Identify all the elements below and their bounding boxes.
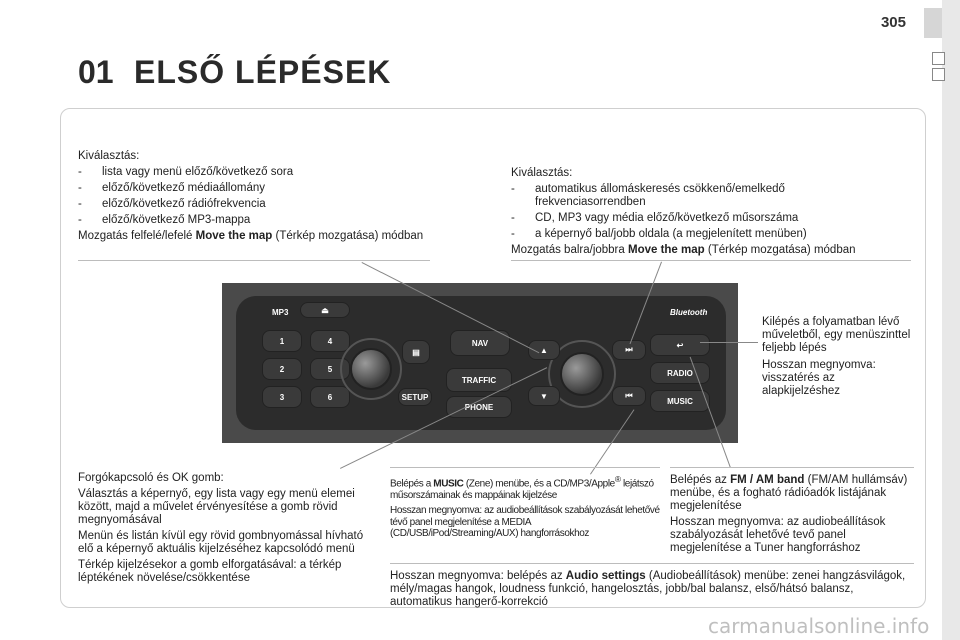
page-number: 305	[880, 14, 906, 31]
side-tab-box	[932, 52, 945, 65]
list-item: -előző/következő médiaállomány	[78, 182, 266, 194]
phone-button[interactable]: PHONE	[446, 396, 512, 418]
pointer-line	[700, 342, 758, 343]
radio-button[interactable]: RADIO	[650, 362, 710, 384]
traffic-button[interactable]: TRAFFIC	[446, 368, 512, 392]
bottom-mid-p1: Belépés a MUSIC (Zene) menübe, és a CD/M…	[390, 474, 654, 501]
bottom-left-text: Forgókapcsoló és OK gomb: Választás a ké…	[78, 472, 378, 588]
divider	[390, 563, 914, 564]
top-right-move: Mozgatás balra/jobbra Move the map (Térk…	[511, 244, 856, 256]
top-right-text: Kiválasztás: -automatikus állomáskeresés…	[511, 167, 911, 260]
bottom-right-p2: Hosszan megnyomva: az audiobeállítások s…	[670, 516, 886, 554]
right-side-p2: Hosszan megnyomva: visszatérés az alapki…	[762, 359, 876, 397]
back-button[interactable]: ↩	[650, 334, 710, 356]
setup-button[interactable]: SETUP	[398, 388, 432, 406]
divider	[78, 260, 430, 261]
preset-3-button[interactable]: 3	[262, 386, 302, 408]
right-knob-ring	[548, 340, 616, 408]
list-item: -előző/következő rádiófrekvencia	[78, 198, 266, 210]
chapter-title: ELSŐ LÉPÉSEK	[134, 54, 392, 90]
divider	[511, 260, 911, 261]
bottom-mid-p2: Hosszan megnyomva: az audiobeállítások s…	[390, 505, 660, 540]
bottom-long-text: Hosszan megnyomva: belépés az Audio sett…	[390, 570, 906, 608]
divider	[670, 467, 914, 468]
card-button[interactable]: ▤	[402, 340, 430, 364]
preset-4-button[interactable]: 4	[310, 330, 350, 352]
top-right-heading: Kiválasztás:	[511, 167, 573, 179]
bottom-right-text: Belépés az FM / AM band (FM/AM hullámsáv…	[670, 474, 914, 558]
bottom-left-p3: Menün és listán kívül egy rövid gombnyom…	[78, 530, 364, 555]
side-tab-strip	[942, 0, 960, 640]
chapter-number: 01	[78, 54, 114, 90]
nav-button[interactable]: NAV	[450, 330, 510, 356]
left-knob-ring	[340, 338, 402, 400]
bottom-left-p1: Forgókapcsoló és OK gomb:	[78, 472, 224, 484]
eject-button[interactable]: ⏏	[300, 302, 350, 318]
preset-1-button[interactable]: 1	[262, 330, 302, 352]
bottom-mid-text: Belépés a MUSIC (Zene) menübe, és a CD/M…	[390, 474, 660, 540]
watermark: carmanualsonline.info	[708, 614, 930, 638]
bottom-left-p2: Választás a képernyő, egy lista vagy egy…	[78, 488, 355, 526]
list-item: -a képernyő bal/jobb oldala (a megjelení…	[511, 228, 807, 240]
list-item: -lista vagy menü előző/következő sora	[78, 166, 294, 178]
list-item: -előző/következő MP3-mappa	[78, 214, 251, 226]
list-item: -CD, MP3 vagy média előző/következő műso…	[511, 212, 799, 224]
volume-knob[interactable]	[350, 348, 392, 390]
content-frame	[60, 108, 926, 608]
top-left-text: Kiválasztás: -lista vagy menü előző/köve…	[78, 150, 428, 246]
preset-6-button[interactable]: 6	[310, 386, 350, 408]
bottom-right-p1: Belépés az FM / AM band (FM/AM hullámsáv…	[670, 474, 908, 512]
select-ok-knob[interactable]	[560, 352, 604, 396]
preset-2-button[interactable]: 2	[262, 358, 302, 380]
divider	[390, 467, 660, 468]
top-left-move: Mozgatás felfelé/lefelé Move the map (Té…	[78, 230, 424, 242]
top-left-heading: Kiválasztás:	[78, 150, 140, 162]
next-button[interactable]: ⏭	[612, 340, 646, 360]
bluetooth-label: Bluetooth	[670, 308, 708, 317]
bottom-left-p4: Térkép kijelzésekor a gomb elforgatásáva…	[78, 559, 342, 584]
side-tab-box	[932, 68, 945, 81]
down-arrow-button[interactable]: ▼	[528, 386, 560, 406]
prev-button[interactable]: ⏮	[612, 386, 646, 406]
right-side-p1: Kilépés a folyamatban lévő műveletből, e…	[762, 316, 911, 354]
right-side-text: Kilépés a folyamatban lévő műveletből, e…	[762, 316, 914, 401]
side-tab-marker	[924, 8, 942, 38]
music-button[interactable]: MUSIC	[650, 390, 710, 412]
up-arrow-button[interactable]: ▲	[528, 340, 560, 360]
mp3-label: MP3	[272, 308, 289, 317]
list-item: -automatikus állomáskeresés csökkenő/eme…	[511, 183, 785, 208]
